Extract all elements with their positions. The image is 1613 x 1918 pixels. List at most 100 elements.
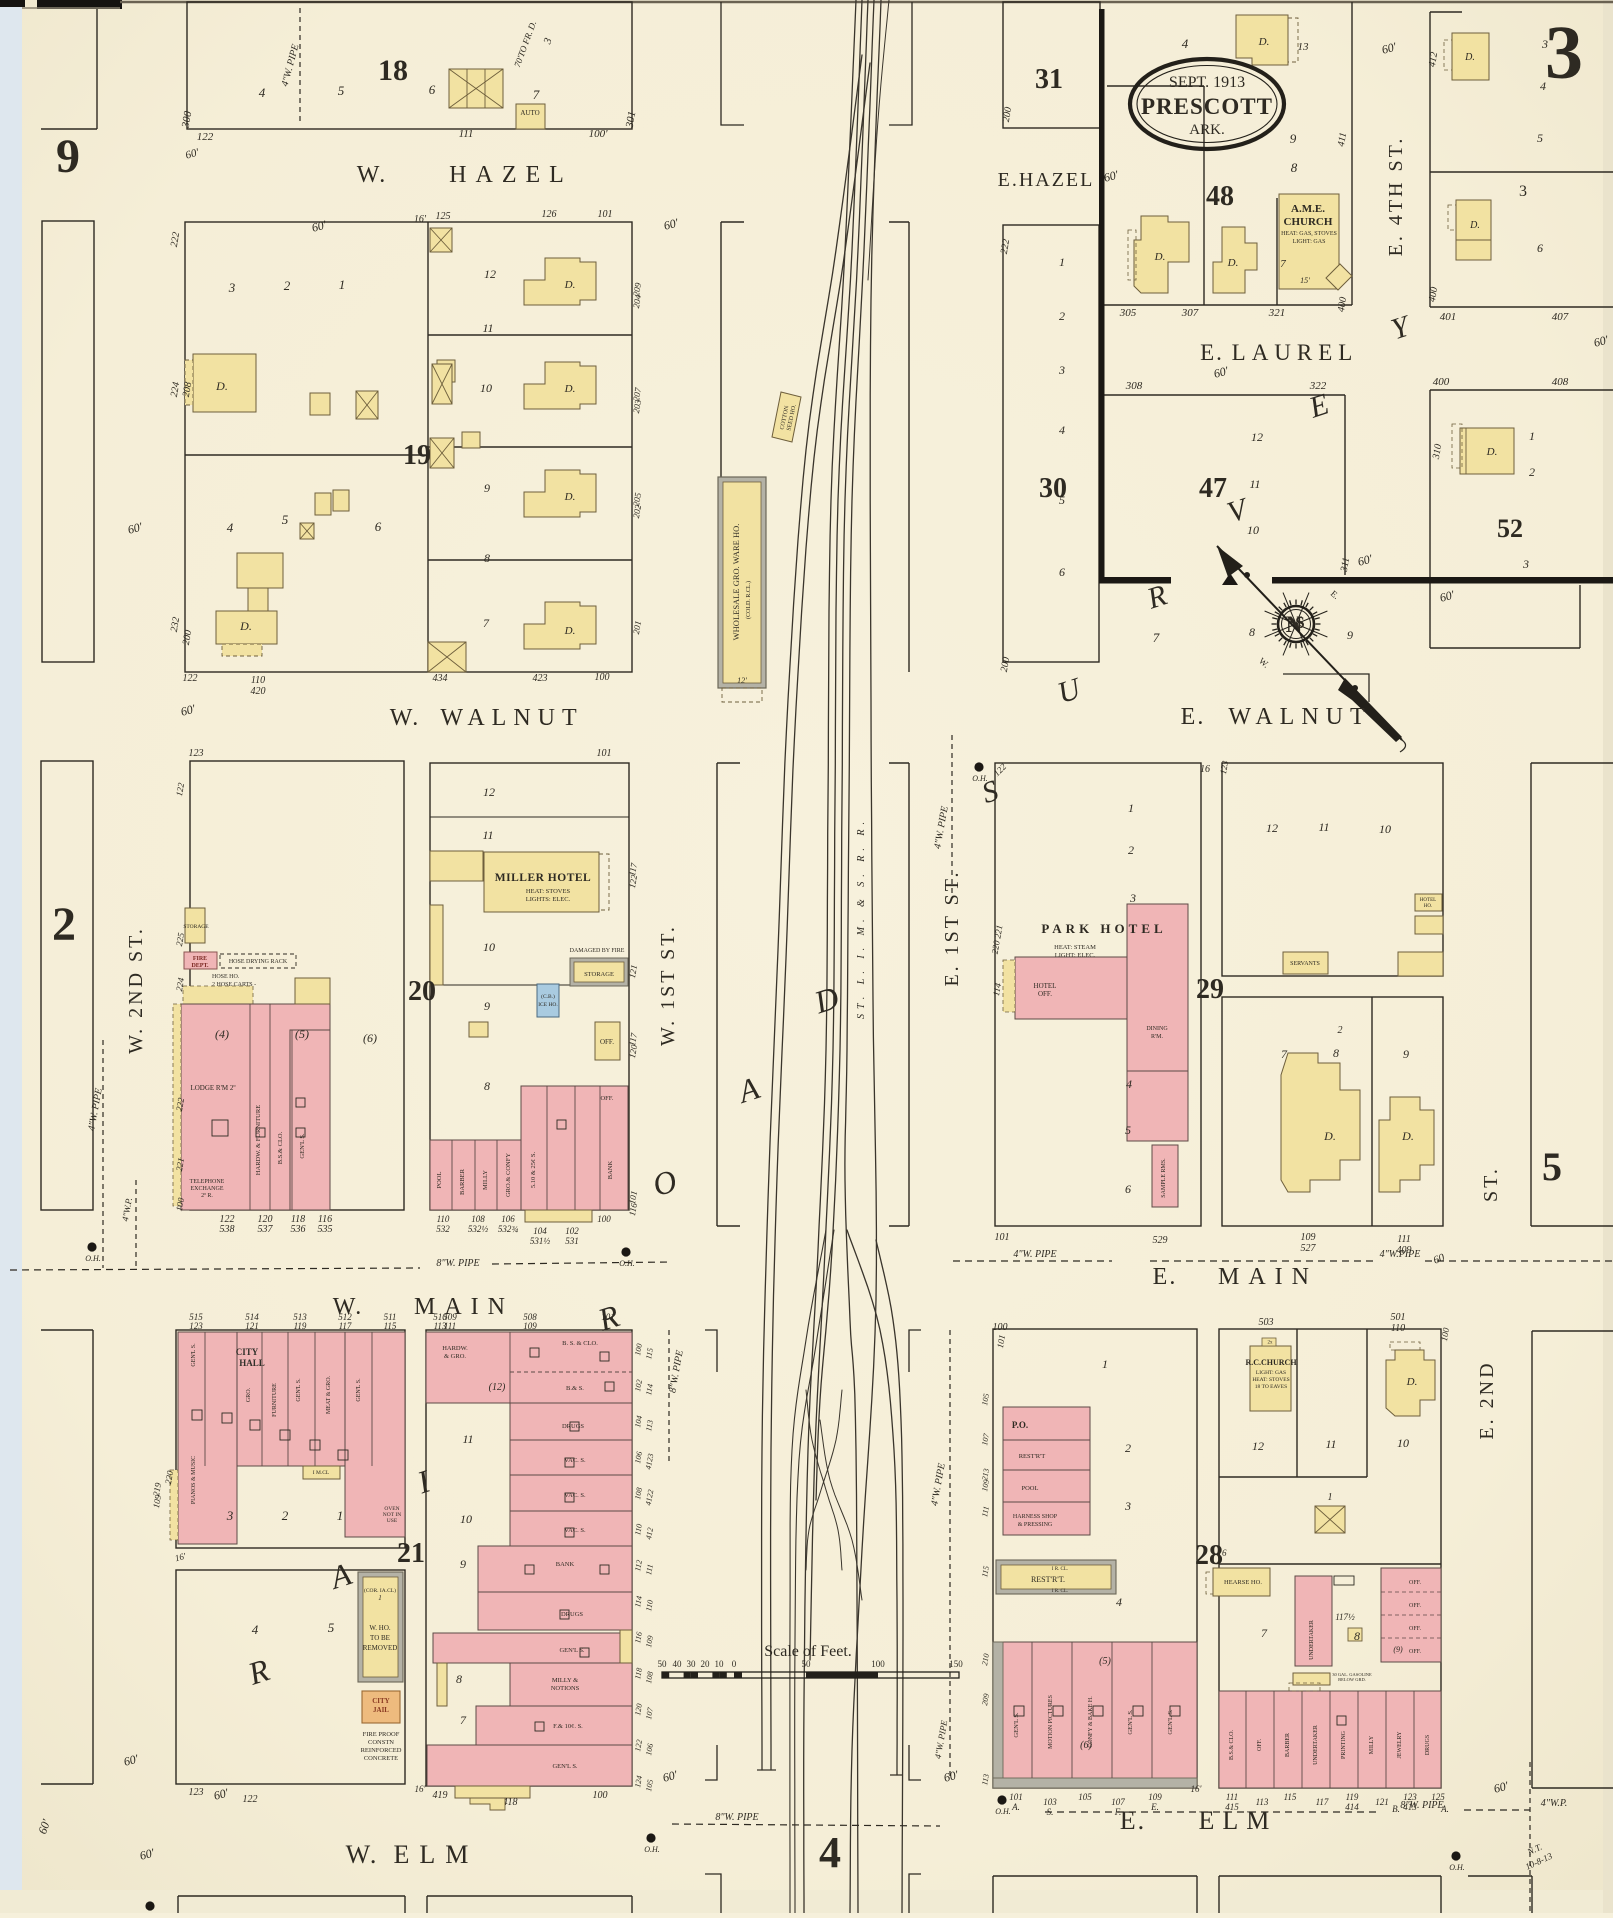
- svg-text:200: 200: [1001, 106, 1014, 123]
- svg-text:108: 108: [633, 1487, 644, 1500]
- svg-text:2: 2: [1059, 309, 1065, 323]
- svg-text:100: 100: [993, 1322, 1008, 1333]
- svg-text:UNDERTAKER: UNDERTAKER: [1313, 1725, 1319, 1765]
- svg-text:2x: 2x: [1268, 1341, 1274, 1346]
- svg-text:STORAGE: STORAGE: [584, 971, 614, 978]
- svg-text:B.: B.: [1392, 1804, 1400, 1814]
- svg-text:D.: D.: [1401, 1129, 1414, 1143]
- svg-text:52: 52: [1497, 514, 1523, 543]
- svg-text:HOTEL: HOTEL: [1034, 982, 1057, 990]
- svg-text:A.: A.: [1011, 1802, 1020, 1812]
- svg-text:5.10 & 25¢ S.: 5.10 & 25¢ S.: [530, 1151, 537, 1188]
- svg-text:4: 4: [259, 85, 266, 100]
- svg-text:300: 300: [180, 110, 195, 130]
- svg-text:150: 150: [949, 1659, 963, 1669]
- svg-text:I R. CL.: I R. CL.: [1052, 1567, 1068, 1572]
- svg-text:122: 122: [174, 781, 186, 797]
- svg-text:114: 114: [633, 1595, 644, 1608]
- svg-text:AUTO: AUTO: [520, 109, 539, 117]
- svg-text:111: 111: [980, 1505, 991, 1517]
- svg-text:2 HOSE CARTS -: 2 HOSE CARTS -: [212, 982, 256, 988]
- svg-text:120: 120: [633, 1703, 644, 1716]
- svg-text:I M.CL: I M.CL: [313, 1470, 330, 1476]
- svg-text:122: 122: [197, 131, 214, 143]
- svg-text:537: 537: [258, 1224, 274, 1235]
- svg-text:30: 30: [687, 1659, 697, 1669]
- svg-text:102: 102: [633, 1379, 644, 1392]
- svg-text:E.: E.: [1150, 1802, 1159, 1812]
- svg-text:532¾: 532¾: [498, 1224, 519, 1234]
- svg-text:HOTEL: HOTEL: [1420, 898, 1436, 903]
- svg-text:4: 4: [1059, 423, 1065, 437]
- svg-text:JAIL: JAIL: [373, 1706, 389, 1714]
- svg-text:D.: D.: [564, 491, 576, 503]
- svg-text:106: 106: [501, 1214, 515, 1224]
- svg-text:11: 11: [1249, 477, 1260, 491]
- svg-text:4: 4: [227, 520, 234, 535]
- svg-text:HEAT: STOVES: HEAT: STOVES: [526, 888, 571, 895]
- svg-text:501: 501: [1391, 1312, 1406, 1323]
- svg-text:A.: A.: [1440, 1804, 1449, 1814]
- svg-text:GEN'L S.: GEN'L S.: [191, 1343, 197, 1367]
- svg-text:OFF.: OFF.: [1257, 1738, 1263, 1751]
- svg-text:(12): (12): [489, 1382, 506, 1393]
- svg-text:(5): (5): [1099, 1656, 1111, 1667]
- svg-text:WALNUT: WALNUT: [440, 705, 583, 731]
- svg-text:DRUGS: DRUGS: [562, 1423, 584, 1430]
- svg-text:12: 12: [1251, 430, 1263, 444]
- svg-text:225: 225: [174, 931, 186, 947]
- svg-text:60': 60': [662, 215, 680, 232]
- svg-text:10: 10: [460, 1512, 472, 1526]
- svg-text:E.: E.: [1120, 1806, 1146, 1835]
- svg-text:BANK: BANK: [607, 1160, 614, 1179]
- svg-text:515: 515: [189, 1312, 203, 1322]
- svg-text:19: 19: [403, 440, 431, 471]
- svg-text:MILLY &: MILLY &: [552, 1677, 578, 1684]
- svg-text:VAC. S.: VAC. S.: [564, 1457, 586, 1464]
- svg-text:201: 201: [631, 620, 643, 635]
- svg-text:28: 28: [1195, 1540, 1223, 1571]
- svg-text:203: 203: [631, 398, 643, 414]
- svg-text:113: 113: [1256, 1797, 1269, 1807]
- svg-text:122: 122: [633, 1739, 644, 1752]
- svg-text:100: 100: [593, 1790, 608, 1801]
- svg-text:EXCHANGE: EXCHANGE: [191, 1186, 224, 1192]
- svg-text:F.: F.: [1114, 1807, 1122, 1817]
- svg-text:107: 107: [1111, 1797, 1125, 1807]
- svg-text:13: 13: [1298, 41, 1310, 53]
- svg-text:411: 411: [1336, 132, 1349, 148]
- svg-text:8: 8: [456, 1672, 462, 1686]
- svg-text:107: 107: [644, 1706, 655, 1720]
- svg-text:HARDW. & FURNITURE: HARDW. & FURNITURE: [255, 1105, 262, 1175]
- svg-text:122: 122: [243, 1794, 258, 1805]
- svg-text:50: 50: [658, 1659, 668, 1669]
- svg-text:10: 10: [480, 381, 492, 395]
- svg-text:SERVANTS: SERVANTS: [1290, 961, 1320, 967]
- svg-text:222: 222: [169, 231, 182, 248]
- svg-text:102: 102: [565, 1226, 579, 1236]
- svg-text:48: 48: [1206, 181, 1234, 212]
- svg-text:TELEPHONE: TELEPHONE: [190, 1179, 225, 1185]
- svg-text:(9): (9): [1393, 1645, 1403, 1654]
- svg-text:111: 111: [459, 128, 474, 140]
- svg-text:9: 9: [1403, 1047, 1409, 1061]
- svg-text:114: 114: [644, 1383, 655, 1396]
- svg-text:D.: D.: [1323, 1129, 1336, 1143]
- svg-text:419: 419: [433, 1790, 448, 1801]
- svg-text:60': 60': [122, 1751, 140, 1768]
- svg-text:OFF.: OFF.: [1038, 990, 1052, 998]
- svg-text:60': 60': [942, 1767, 960, 1784]
- svg-text:DINING: DINING: [1146, 1026, 1168, 1032]
- svg-text:31: 31: [1035, 64, 1063, 95]
- svg-text:VAC. S.: VAC. S.: [564, 1527, 586, 1534]
- svg-text:NOT IN: NOT IN: [383, 1512, 401, 1518]
- svg-text:4123: 4123: [644, 1453, 656, 1470]
- svg-text:1: 1: [1102, 1357, 1108, 1371]
- svg-text:9: 9: [484, 999, 490, 1013]
- svg-text:5: 5: [1125, 1123, 1131, 1137]
- svg-text:101: 101: [995, 1232, 1010, 1243]
- svg-text:HEAT: GAS, STOVES: HEAT: GAS, STOVES: [1281, 231, 1337, 237]
- svg-text:B.& S.: B.& S.: [566, 1385, 584, 1392]
- svg-text:208: 208: [181, 381, 194, 398]
- svg-text:F.& 10¢. S.: F.& 10¢. S.: [553, 1723, 583, 1730]
